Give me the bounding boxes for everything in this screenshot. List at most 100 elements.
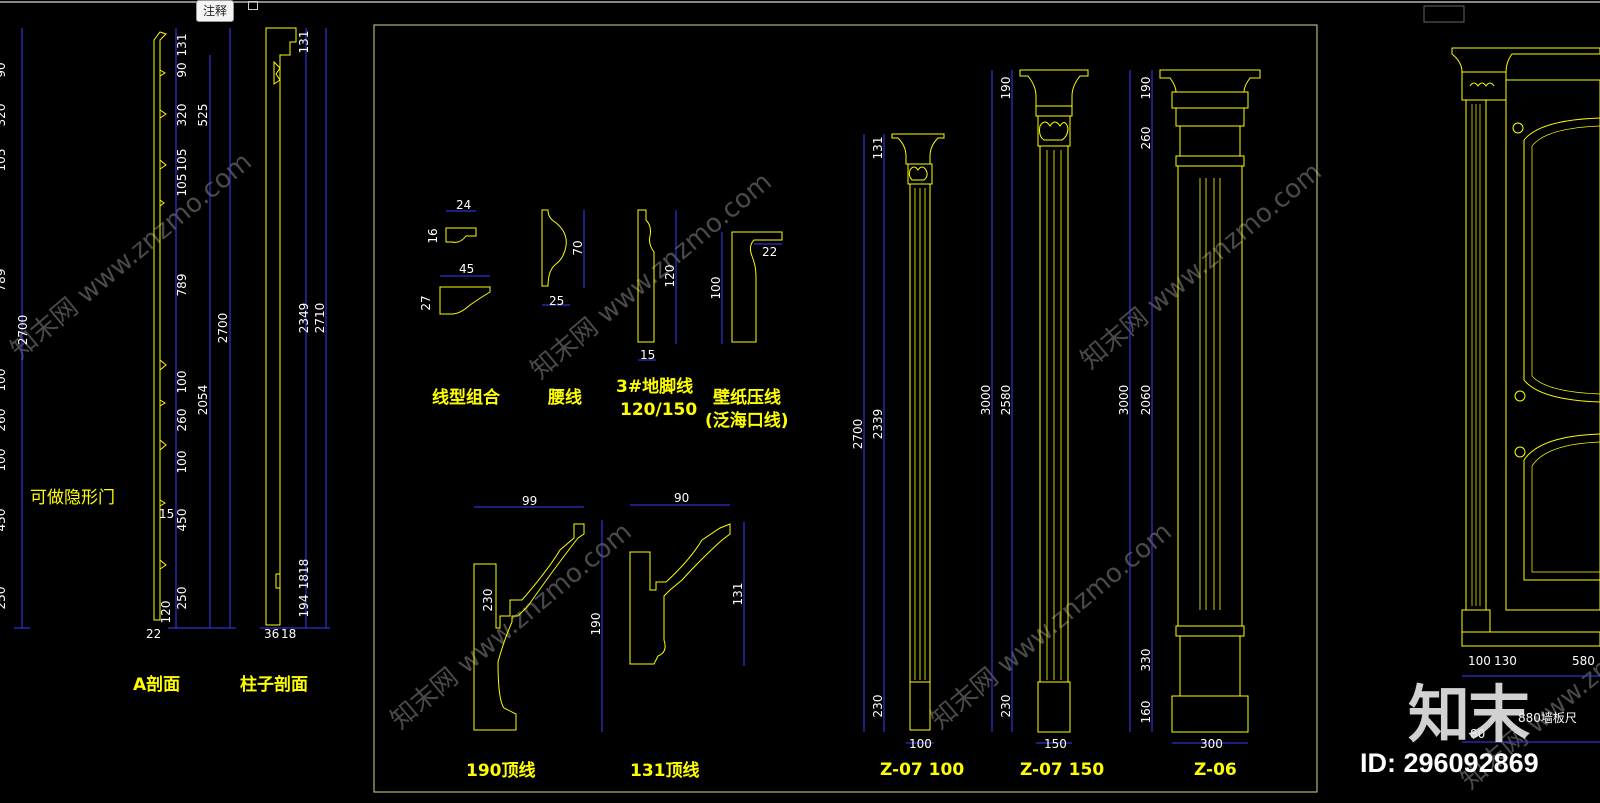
dim-text: 16	[426, 228, 440, 243]
label-z06: Z-06	[1194, 760, 1237, 780]
dim-text: 90	[0, 62, 8, 77]
dim-text: 22	[146, 627, 161, 641]
dim-text: 24	[456, 198, 471, 212]
label-skirting-size: 120/150	[620, 400, 697, 420]
restore-icon[interactable]	[248, 1, 258, 10]
watermark-text: 知末网 www.znzmo.com	[1075, 157, 1327, 376]
dim-text: 100	[709, 277, 723, 300]
dim-text: 2060	[1139, 385, 1153, 416]
a-section-drawing	[153, 28, 236, 629]
dim-text: 100	[0, 449, 8, 472]
dim-text: 2700	[216, 313, 230, 344]
dim-text: 2580	[999, 385, 1013, 416]
label-waist-line: 腰线	[548, 387, 582, 408]
dim-text: 194	[297, 595, 311, 618]
dim-text: 3000	[1117, 385, 1131, 416]
dim-text: 230	[481, 589, 495, 612]
column-section-drawing	[260, 27, 330, 629]
column-z06-drawing	[1129, 69, 1261, 744]
dim-text: 120	[663, 265, 677, 288]
dim-text: 70	[571, 240, 585, 255]
skirting-drawing	[637, 209, 677, 361]
left-dimension-column: 2700 90 320 105 789 100 260 100 450 250	[0, 28, 30, 629]
dim-text: 230	[871, 695, 885, 718]
dim-text: 18	[281, 627, 296, 641]
dim-text: 131	[871, 137, 885, 160]
dim-text: 580	[1572, 654, 1595, 668]
dim-text: 105	[175, 149, 189, 172]
label-wallpaper: 壁纸压线	[713, 387, 781, 408]
dim-text: 90	[175, 62, 189, 77]
profile-combo-drawing	[439, 210, 491, 315]
dim-text: 100	[1468, 654, 1491, 668]
dim-text: 450	[175, 509, 189, 532]
column-z07-150-drawing	[991, 69, 1089, 744]
dim-text: 150	[1044, 737, 1067, 751]
dim-text: 789	[0, 269, 8, 292]
dim-text: 2710	[313, 303, 327, 334]
dim-text: 131	[175, 34, 189, 57]
brand-logo: 知末	[1408, 678, 1530, 751]
dim-text: 260	[175, 409, 189, 432]
dim-text: 100	[0, 369, 8, 392]
dim-text: 25	[549, 294, 564, 308]
dim-text: 450	[0, 509, 8, 532]
label-hidden-door: 可做隐形门	[30, 488, 115, 508]
dim-text: 99	[522, 494, 537, 508]
cornice-131-drawing	[629, 504, 745, 666]
label-panel-size: 880墙板尺	[1518, 711, 1577, 725]
dim-text: 230	[999, 695, 1013, 718]
dim-text: 190	[999, 77, 1013, 100]
dim-text: 2349	[297, 303, 311, 334]
dim-text: 22	[762, 245, 777, 259]
dim-text: 320	[0, 104, 8, 127]
dim-text: 789	[175, 274, 189, 297]
dim-text: 250	[175, 587, 189, 610]
dim-text: 3000	[979, 385, 993, 416]
dim-text: 130	[1494, 654, 1517, 668]
dim-text: 131	[731, 583, 745, 606]
annotation-tab[interactable]: 注释	[196, 0, 235, 22]
dim-text: 120	[159, 601, 173, 624]
cornice-190-drawing	[473, 506, 603, 732]
dim-text: 260	[1139, 127, 1153, 150]
sheet-frame	[373, 24, 1318, 793]
dim-text: 1818	[297, 559, 311, 590]
dim-text: 27	[419, 295, 433, 310]
dim-text: 260	[0, 409, 8, 432]
dim-text: 2054	[196, 385, 210, 416]
dim-text: 250	[0, 587, 8, 610]
dim-text: 320	[175, 104, 189, 127]
wallpaper-line-drawing	[721, 231, 783, 344]
dim-text: 525	[196, 104, 210, 127]
dim-text: 190	[1139, 77, 1153, 100]
label-section-a: A剖面	[133, 674, 180, 695]
dim-text: 15	[640, 348, 655, 362]
right-door-elevation	[1423, 5, 1600, 743]
dim-text: 2700	[16, 315, 30, 346]
dim-text: 160	[1139, 701, 1153, 724]
watermark-layer: 知末网 www.znzmo.com 知末网 www.znzmo.com 知末网 …	[5, 147, 1600, 796]
label-skirting: 3#地脚线	[616, 376, 693, 397]
label-z07-150: Z-07 150	[1020, 760, 1104, 780]
dim-text: 90	[674, 491, 689, 505]
dim-text: 2339	[871, 409, 885, 440]
label-wallpaper-sub: (泛海口线)	[705, 410, 789, 431]
label-z07-100: Z-07 100	[880, 760, 964, 780]
dim-text: 2700	[851, 419, 865, 450]
dim-text: 100	[175, 451, 189, 474]
dim-text: 300	[1200, 737, 1223, 751]
dim-text: 36	[264, 627, 279, 641]
label-column-section: 柱子剖面	[240, 674, 308, 695]
dim-text: 100	[909, 737, 932, 751]
dim-text: 190	[589, 613, 603, 636]
dim-text: 105	[0, 149, 8, 172]
dim-text: 15	[159, 507, 174, 521]
dim-text: 105	[175, 174, 189, 197]
dim-text: 100	[175, 371, 189, 394]
label-cornice-131: 131顶线	[630, 760, 700, 781]
dim-text: 80	[1470, 727, 1485, 741]
column-z07-100-drawing	[863, 133, 945, 744]
waist-line-drawing	[541, 209, 585, 306]
